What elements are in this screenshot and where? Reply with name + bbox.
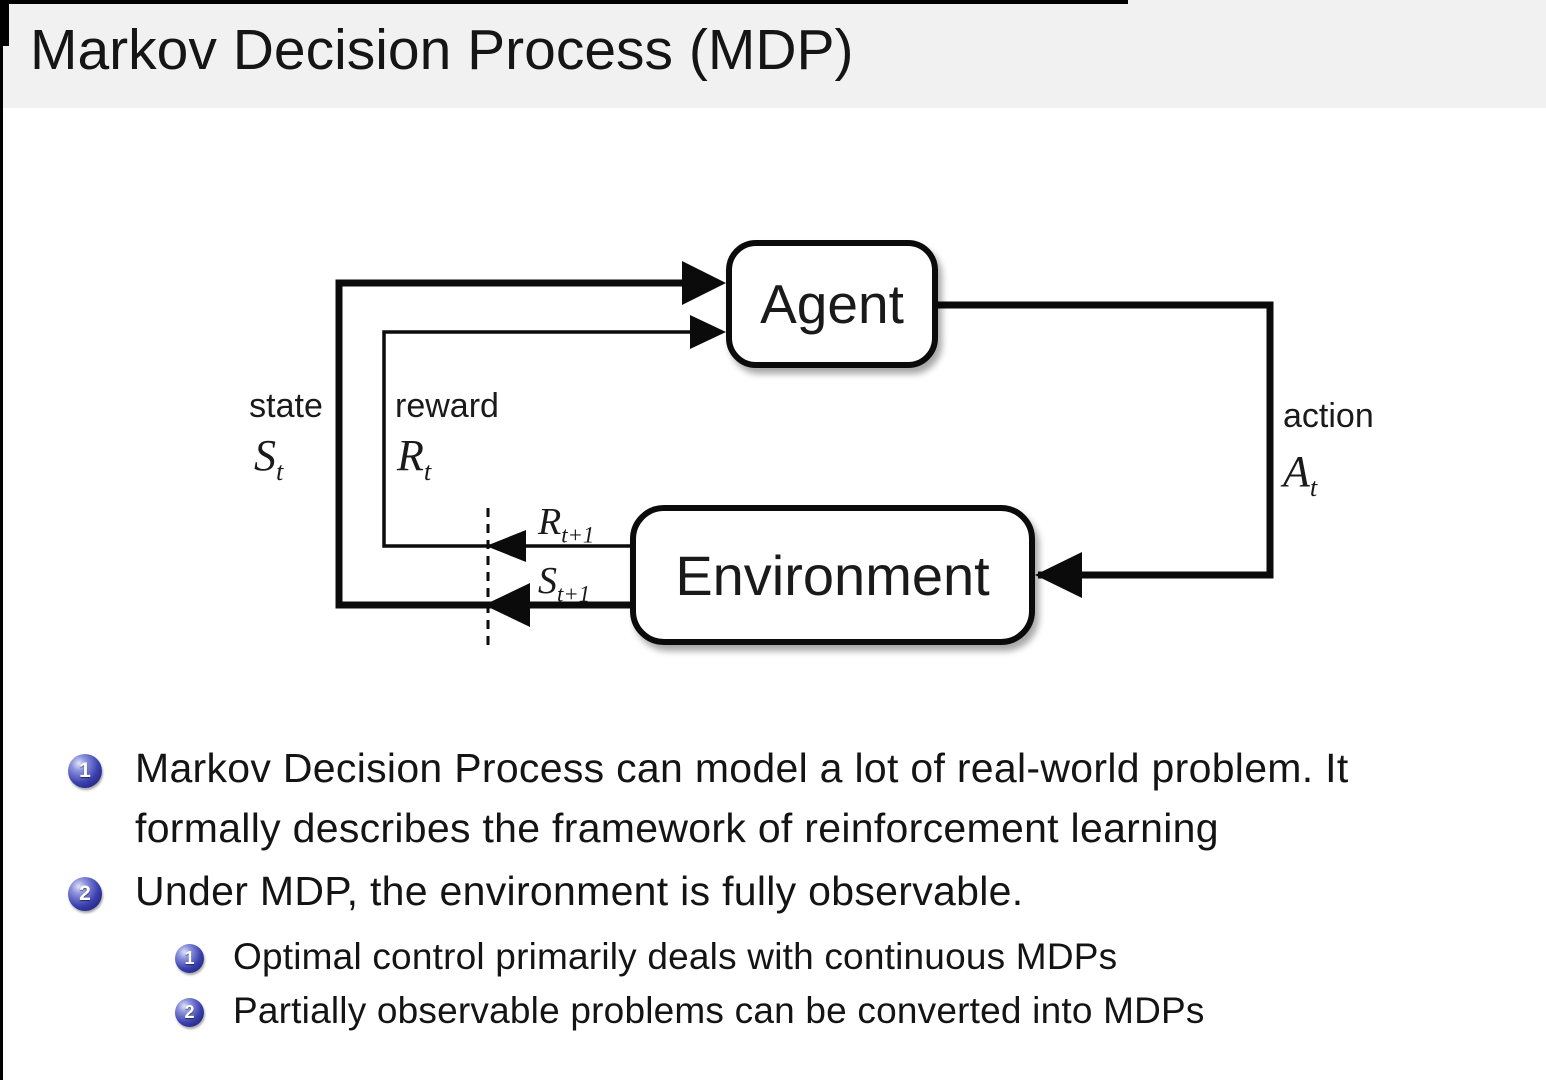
sub-bullet-number-badge: 2 [175, 998, 204, 1027]
action-symbol-sub: t [1309, 471, 1318, 502]
state-symbol-base: S [254, 431, 276, 480]
sub-bullet-text: Partially observable problems can be con… [233, 990, 1205, 1031]
scan-artifact-left-edge [0, 0, 3, 1080]
bullet-number-badge: 1 [68, 754, 102, 788]
next-state-symbol-sub: t+1 [557, 581, 591, 607]
arrowhead-next-state [484, 583, 530, 627]
reward-symbol-sub: t [423, 455, 432, 486]
arrowhead-reward-to-agent [690, 315, 726, 349]
diagram-lines [335, 261, 1274, 647]
arrowhead-state-to-agent [682, 261, 726, 305]
bullet-number: 1 [79, 759, 91, 782]
sub-bullet-number-badge: 1 [175, 944, 204, 973]
bullet-text-line: formally describes the framework of rein… [135, 805, 1219, 851]
bullet-text-line: Markov Decision Process can model a lot … [135, 745, 1349, 791]
environment-box: Environment [630, 505, 1035, 645]
reward-label: reward [395, 387, 499, 425]
next-reward-symbol: Rt+1 [538, 501, 594, 546]
environment-label: Environment [675, 543, 990, 607]
action-line [938, 301, 1274, 579]
state-label: state [249, 387, 323, 425]
next-reward-symbol-sub: t+1 [561, 522, 595, 548]
reward-symbol: Rt [397, 431, 431, 484]
sub-bullet-number: 1 [184, 948, 195, 968]
bullet-text-line: Under MDP, the environment is fully obse… [135, 868, 1024, 914]
arrowhead-action-to-environment [1035, 552, 1082, 598]
action-symbol-base: A [1283, 447, 1310, 496]
scan-artifact-top-edge [0, 0, 1128, 4]
sub-bullet-text: Optimal control primarily deals with con… [233, 936, 1118, 977]
action-label: action [1283, 397, 1374, 435]
action-symbol: At [1283, 447, 1317, 500]
agent-box: Agent [726, 240, 938, 368]
next-state-symbol: St+1 [538, 560, 590, 605]
scan-artifact-corner [0, 0, 9, 46]
slide-title: Markov Decision Process (MDP) [30, 18, 854, 82]
next-reward-symbol-base: R [538, 501, 562, 543]
arrowhead-next-reward [486, 530, 526, 562]
bullet-number-badge: 2 [68, 877, 102, 911]
reward-symbol-base: R [397, 431, 424, 480]
slide-header: Markov Decision Process (MDP) [0, 0, 1546, 108]
sub-bullet-number: 2 [184, 1002, 195, 1022]
next-state-symbol-base: S [538, 560, 557, 602]
state-symbol-sub: t [276, 455, 284, 486]
state-symbol: St [254, 431, 283, 484]
agent-label: Agent [760, 273, 904, 335]
bullet-number: 2 [79, 882, 91, 905]
mdp-agent-environment-diagram: Agent Environment state St reward Rt act… [230, 210, 1410, 680]
